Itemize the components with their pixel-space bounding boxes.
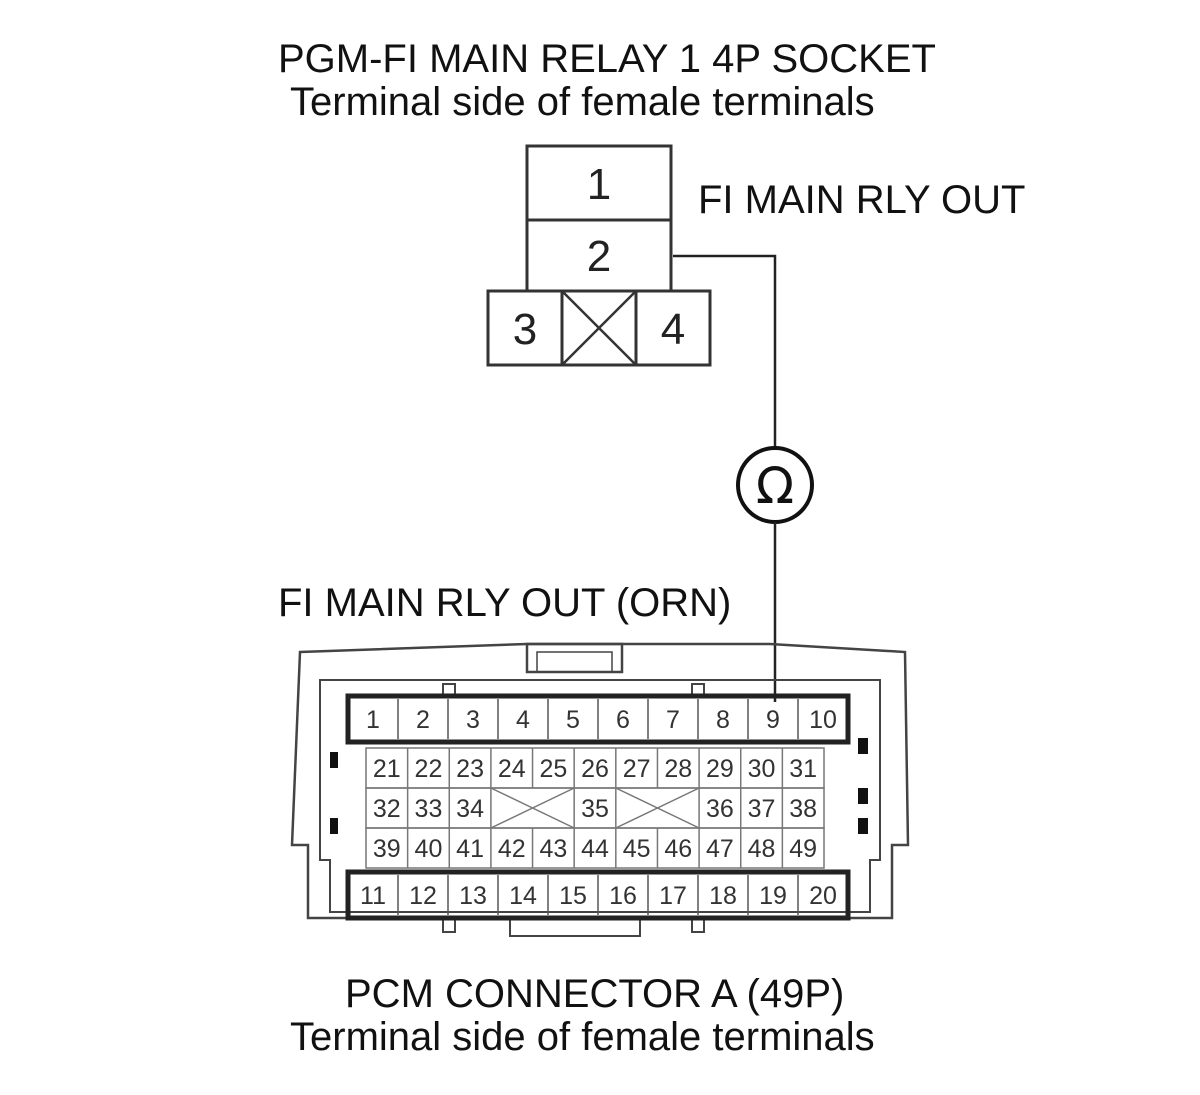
pcm-mid-pin-39: 39 bbox=[373, 835, 401, 863]
pcm-mid-pin-34: 34 bbox=[456, 795, 484, 823]
pcm-mid-pin-30: 30 bbox=[748, 755, 776, 783]
relay-socket-subtitle: Terminal side of female terminals bbox=[290, 80, 875, 124]
pcm-wire-label: FI MAIN RLY OUT (ORN) bbox=[278, 581, 731, 625]
pcm-mid-pin-47: 47 bbox=[706, 835, 734, 863]
connector-key-marks bbox=[330, 738, 868, 834]
pcm-mid-pin-21: 21 bbox=[373, 755, 401, 783]
pcm-mid-pin-37: 37 bbox=[748, 795, 776, 823]
pcm-top-pin-1: 1 bbox=[366, 706, 380, 734]
pcm-mid-pin-25: 25 bbox=[539, 755, 567, 783]
relay-pin-1: 1 bbox=[587, 160, 611, 209]
pcm-mid-pin-35: 35 bbox=[581, 795, 609, 823]
pcm-mid-pin-36: 36 bbox=[706, 795, 734, 823]
pcm-mid-pin-31: 31 bbox=[789, 755, 817, 783]
pcm-mid-pin-46: 46 bbox=[664, 835, 692, 863]
pcm-bottom-pin-19: 19 bbox=[759, 882, 787, 910]
probe-wire bbox=[673, 254, 777, 448]
relay-pin-label: FI MAIN RLY OUT bbox=[698, 178, 1025, 222]
pcm-mid-pin-32: 32 bbox=[373, 795, 401, 823]
pcm-bottom-pin-13: 13 bbox=[459, 882, 487, 910]
pcm-bottom-pin-20: 20 bbox=[809, 882, 837, 910]
pcm-bottom-pin-17: 17 bbox=[659, 882, 687, 910]
pcm-top-pin-2: 2 bbox=[416, 706, 430, 734]
pcm-bottom-pin-12: 12 bbox=[409, 882, 437, 910]
pcm-mid-pin-22: 22 bbox=[415, 755, 443, 783]
pcm-bottom-row: 11 12 13 14 15 16 17 18 19 20 bbox=[345, 869, 851, 921]
pcm-mid-pin-24: 24 bbox=[498, 755, 526, 783]
relay-pin-3: 3 bbox=[513, 305, 537, 354]
relay-lower-row bbox=[486, 289, 712, 367]
pcm-bottom-pin-16: 16 bbox=[609, 882, 637, 910]
pcm-top-pin-10: 10 bbox=[809, 706, 837, 734]
pcm-mid-pin-42: 42 bbox=[498, 835, 526, 863]
pcm-mid-pin-45: 45 bbox=[623, 835, 651, 863]
pcm-top-pin-5: 5 bbox=[566, 706, 580, 734]
pcm-top-pin-9: 9 bbox=[766, 706, 780, 734]
pcm-bottom-pin-11: 11 bbox=[360, 882, 386, 910]
pcm-bottom-pin-18: 18 bbox=[709, 882, 737, 910]
pcm-bottom-pin-14: 14 bbox=[509, 882, 537, 910]
pcm-mid-pin-49: 49 bbox=[789, 835, 817, 863]
pcm-middle-grid: 21 22 23 24 25 26 27 28 29 30 31 39 40 41 42 43 44 45 46 47… bbox=[365, 747, 825, 869]
relay-pin-4: 4 bbox=[661, 305, 685, 354]
pcm-mid-pin-33: 33 bbox=[415, 795, 443, 823]
pcm-top-pin-3: 3 bbox=[466, 706, 480, 734]
relay-pin-2: 2 bbox=[587, 232, 611, 281]
pcm-top-pin-8: 8 bbox=[716, 706, 730, 734]
pcm-mid-pin-23: 23 bbox=[456, 755, 484, 783]
pcm-connector-title: PCM CONNECTOR A (49P) bbox=[345, 972, 844, 1016]
pcm-mid-pin-28: 28 bbox=[664, 755, 692, 783]
pcm-mid-pin-38: 38 bbox=[789, 795, 817, 823]
pcm-mid-pin-27: 27 bbox=[623, 755, 651, 783]
pcm-mid-pin-43: 43 bbox=[539, 835, 567, 863]
pcm-bottom-pin-15: 15 bbox=[559, 882, 587, 910]
pcm-mid-pin-40: 40 bbox=[415, 835, 443, 863]
pcm-top-pin-4: 4 bbox=[516, 706, 530, 734]
pcm-mid-pin-26: 26 bbox=[581, 755, 609, 783]
relay-socket bbox=[486, 144, 712, 367]
relay-socket-title: PGM-FI MAIN RELAY 1 4P SOCKET bbox=[278, 37, 936, 81]
connector-latch bbox=[525, 642, 624, 674]
pcm-connector-subtitle: Terminal side of female terminals bbox=[290, 1015, 875, 1059]
pcm-top-row: 1 2 3 4 5 6 7 8 9 10 bbox=[345, 693, 851, 745]
pcm-mid-pin-44: 44 bbox=[581, 835, 609, 863]
pcm-mid-pin-41: 41 bbox=[456, 835, 484, 863]
ohmmeter-symbol: Ω bbox=[756, 457, 794, 515]
connector-shell bbox=[290, 642, 910, 920]
pcm-mid-pin-29: 29 bbox=[706, 755, 734, 783]
pcm-top-pin-7: 7 bbox=[666, 706, 680, 734]
pcm-top-pin-6: 6 bbox=[616, 706, 630, 734]
pcm-mid-pin-48: 48 bbox=[748, 835, 776, 863]
